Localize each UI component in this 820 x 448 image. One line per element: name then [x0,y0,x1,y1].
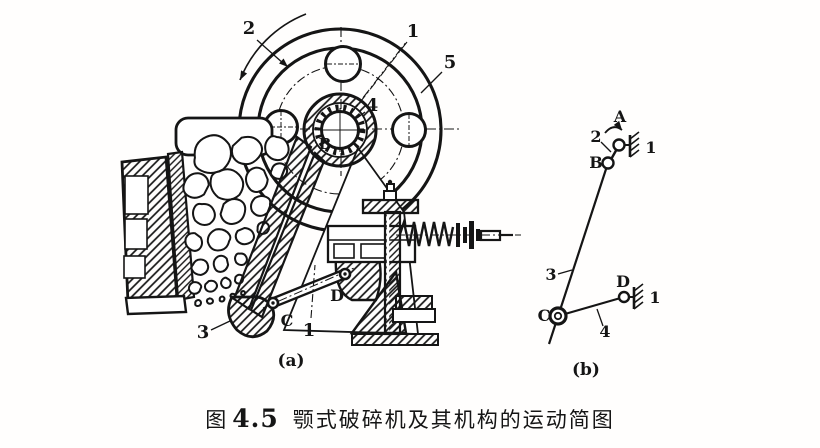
eccentric-bearing [302,92,378,168]
label-rocker: 3 [545,265,556,284]
label-joint-c: C [281,311,294,330]
jaw-foot [227,295,276,339]
label-joint-d: D [330,286,344,305]
joint-d-pin [617,290,631,304]
bolt-tip [387,179,393,185]
label-joint-b-kin: B [589,153,603,172]
callout-flywheel: 2 [243,18,256,39]
part-a-label: (a) [277,351,304,371]
kinematic-diagram: A 2 B 1 3 C 4 D 1 (b) [538,107,661,380]
ground-symbol-d [629,283,644,310]
caption-prefix: 图 [205,408,229,432]
moving-jaw [227,135,326,339]
tension-spring-assembly [396,217,521,249]
joint-a-pin [612,138,626,152]
callout-eccentric: 4 [366,95,379,116]
ground-symbol-a [624,131,640,158]
figure-4-5-drawing: 2 1 5 4 B 3 C 1 D (a) [120,13,661,380]
label-ground-upper: 1 [645,138,656,157]
tension-rod [479,229,502,242]
fixed-jaw [120,150,196,316]
callout-frame-upper: 1 [407,21,420,42]
link-toggle-4 [557,295,625,318]
caption-title: 颚式破碎机及其机构的运动简图 [292,408,615,432]
label-joint-c-kin: C [538,306,551,325]
callout-jaw-bottom: 3 [197,322,210,343]
joint-b-pin [601,156,615,170]
label-crank: 2 [590,127,601,146]
label-toggle: 4 [599,322,610,341]
fixed-jaw-liner [166,150,196,302]
label-joint-b: B [319,135,332,153]
callout-rim: 5 [444,52,457,73]
rotation-arrow [239,13,307,81]
label-joint-d-kin: D [616,272,630,291]
part-b-label: (b) [572,360,600,380]
base-support [349,268,439,346]
label-ground-lower: 1 [649,288,660,307]
callout-frame-lower: 1 [303,320,316,341]
toggle-plate [262,267,355,310]
label-joint-a: A [613,107,627,126]
figure-caption: 图 4.5 颚式破碎机及其机构的运动简图 [0,404,820,434]
callouts-part-a: 2 1 5 4 B 3 C 1 D (a) [197,13,457,371]
spring-coil [398,217,455,247]
caption-number: 4.5 [232,404,279,433]
